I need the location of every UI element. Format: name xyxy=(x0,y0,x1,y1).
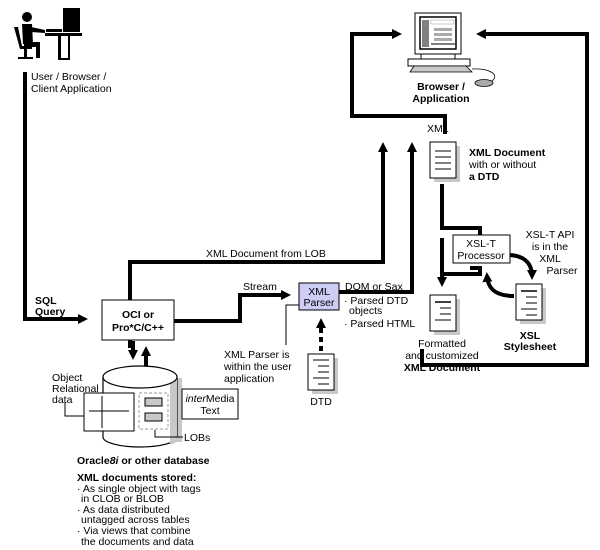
user-label-line1: User / Browser / xyxy=(31,71,106,83)
xsl-stylesheet-label: XSL Stylesheet xyxy=(504,330,557,353)
svg-text:XML Document: XML Document xyxy=(404,362,481,374)
document-icon xyxy=(429,294,460,335)
oci-label-2: Pro*C/C++ xyxy=(112,322,164,334)
browser-label: Browser / Application xyxy=(412,81,469,105)
formatted-to-browser-arrow xyxy=(420,29,589,367)
browser-label-line2: Application xyxy=(412,93,469,105)
dtd-label: DTD xyxy=(310,396,332,408)
xml-to-browser-arrow xyxy=(350,29,447,134)
sql-query-label-1: SQL xyxy=(35,295,57,307)
document-icon xyxy=(307,353,338,394)
svg-text:XML Parser is: XML Parser is xyxy=(224,349,290,361)
svg-text:Object: Object xyxy=(52,372,82,384)
xml-parser-label-1: XML xyxy=(308,286,330,298)
dom-sax-arrow xyxy=(331,142,417,294)
parser-note-callout xyxy=(285,304,299,345)
svg-text:· Parsed DTD: · Parsed DTD xyxy=(344,295,409,307)
svg-text:the documents and data: the documents and data xyxy=(81,536,194,548)
xslt-label-1: XSL-T xyxy=(466,238,496,250)
svg-text:is in the: is in the xyxy=(532,241,568,253)
formatted-doc-label: Formatted and customized XML Document xyxy=(404,338,481,374)
intermedia-italic: inter xyxy=(185,393,206,405)
xml-parser-label-2: Parser xyxy=(304,297,335,309)
database-label: Oracle8i or other database xyxy=(77,455,210,467)
svg-text:in CLOB or BLOB: in CLOB or BLOB xyxy=(81,493,164,505)
stylesheet-to-xslt-arrow xyxy=(482,272,515,298)
browser-label-line1: Browser / xyxy=(417,81,465,93)
oci-label-1: OCI or xyxy=(122,309,154,321)
intermedia-text-box: interMedia Text xyxy=(181,388,239,420)
sql-query-arrow xyxy=(23,72,88,324)
lobs-callout xyxy=(154,430,183,438)
svg-text:and customized: and customized xyxy=(405,350,479,362)
lobs-label: LOBs xyxy=(184,432,210,444)
svg-text:untagged across tables: untagged across tables xyxy=(81,514,190,526)
xml-parser-box: XML Parser xyxy=(298,282,340,311)
svg-text:data: data xyxy=(52,394,73,406)
object-relational-label: Object Relational data xyxy=(52,372,99,406)
svg-text:Stylesheet: Stylesheet xyxy=(504,341,557,353)
mouse-icon xyxy=(471,68,496,87)
stream-arrow xyxy=(173,290,291,323)
svg-text:Parser: Parser xyxy=(547,265,578,277)
xml-doc-label-1: XML Document xyxy=(469,147,546,159)
user-at-desk-icon xyxy=(14,8,82,60)
database-cylinder-icon xyxy=(83,365,182,448)
xslt-label-2: Processor xyxy=(457,250,505,262)
storage-notes: XML documents stored: · As single object… xyxy=(77,472,201,548)
dom-or-sax-label: DOM or Sax xyxy=(345,281,404,293)
computer-monitor-icon xyxy=(407,12,473,73)
parser-note: XML Parser is within the user applicatio… xyxy=(223,349,292,385)
stream-label: Stream xyxy=(243,281,277,293)
parsed-items-list: · Parsed DTD objects · Parsed HTML xyxy=(344,295,415,330)
xslt-to-stylesheet-arrow xyxy=(509,253,537,280)
svg-text:interMedia: interMedia xyxy=(185,393,234,405)
svg-text:XML: XML xyxy=(539,253,561,265)
svg-text:· As single object with tags: · As single object with tags xyxy=(77,483,201,495)
doc-to-xslt-line xyxy=(440,184,482,236)
svg-text:application: application xyxy=(224,373,274,385)
svg-text:objects: objects xyxy=(349,305,382,317)
user-label-line2: Client Application xyxy=(31,83,112,95)
storage-heading: XML documents stored: xyxy=(77,472,196,484)
xslt-processor-box: XSL-T Processor xyxy=(452,234,511,264)
xslt-api-note: XSL-T API is in the XML Parser xyxy=(526,229,578,277)
document-icon xyxy=(429,141,460,182)
sql-query-label-2: Query xyxy=(35,306,66,318)
intermedia-rest: Media xyxy=(206,393,235,405)
xml-doc-from-lob-label: XML Document from LOB xyxy=(206,248,326,260)
svg-text:XSL: XSL xyxy=(520,330,541,342)
xml-doc-label-2: with or without xyxy=(468,159,536,171)
intermedia-line2: Text xyxy=(200,405,219,417)
document-icon xyxy=(515,283,546,324)
svg-text:within the user: within the user xyxy=(223,361,292,373)
xml-document-label: XML Document with or without a DTD xyxy=(468,147,546,183)
oci-box: OCI or Pro*C/C++ xyxy=(101,299,175,341)
object-relational-callout xyxy=(64,402,84,417)
svg-text:Formatted: Formatted xyxy=(418,338,466,350)
svg-text:· As data distributed: · As data distributed xyxy=(77,504,170,516)
xml-doc-label-3: a DTD xyxy=(469,171,500,183)
xslt-to-formatted-arrow xyxy=(437,266,482,287)
svg-text:Relational: Relational xyxy=(52,383,99,395)
user-label: User / Browser / Client Application xyxy=(31,71,112,95)
svg-text:· Via views that combine: · Via views that combine xyxy=(77,525,191,537)
svg-text:· Parsed HTML: · Parsed HTML xyxy=(344,318,415,330)
xml-top-label: XML xyxy=(427,123,449,135)
svg-text:XSL-T API: XSL-T API xyxy=(526,229,575,241)
